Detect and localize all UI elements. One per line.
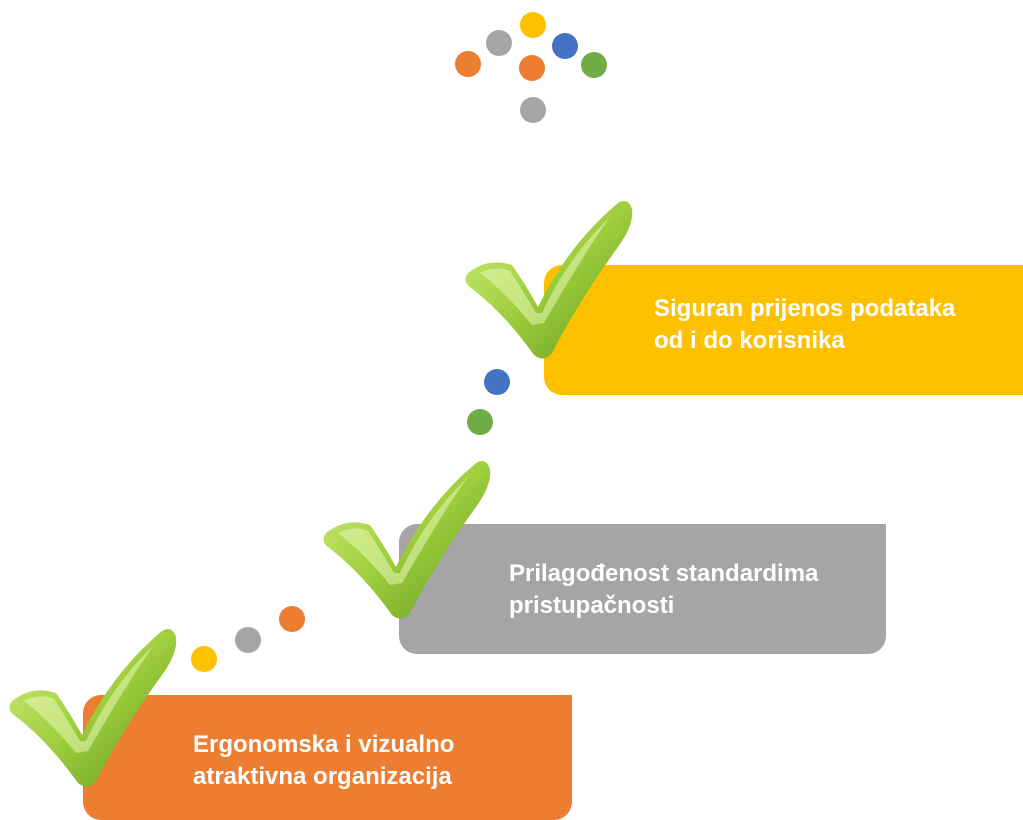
step-2-line-2: pristupačnosti [509,592,675,619]
step-card-accessibility: Prilagođenost standardima pristupačnosti [399,524,886,654]
logo-dot-blue [552,33,578,59]
step-2-line-1: Prilagođenost standardima [509,560,819,587]
logo-dot-green [581,52,607,78]
connector-dot-yellow [191,646,217,672]
connector-dot-blue [484,369,510,395]
logo-dot-gray [486,30,512,56]
step-1-line-2: atraktivna organizacija [193,763,452,790]
logo-dot-gray-bottom [520,97,546,123]
connector-dot-green [467,409,493,435]
step-card-ergonomic: Ergonomska i vizualno atraktivna organiz… [83,695,572,820]
logo-dot-yellow [520,12,546,38]
checkmark-icon [465,201,633,359]
step-1-line-1: Ergonomska i vizualno [193,731,455,758]
connector-dot-orange [279,606,305,632]
logo-dot-orange-left [455,51,481,77]
step-3-line-2: od i do korisnika [654,327,845,354]
step-3-line-1: Siguran prijenos podataka [654,295,956,322]
step-card-secure-transfer: Siguran prijenos podataka od i do korisn… [544,265,1023,395]
checkmark-icon [323,461,491,619]
logo-dot-orange-center [519,55,545,81]
connector-dot-gray [235,627,261,653]
checkmark-icon [9,629,177,787]
